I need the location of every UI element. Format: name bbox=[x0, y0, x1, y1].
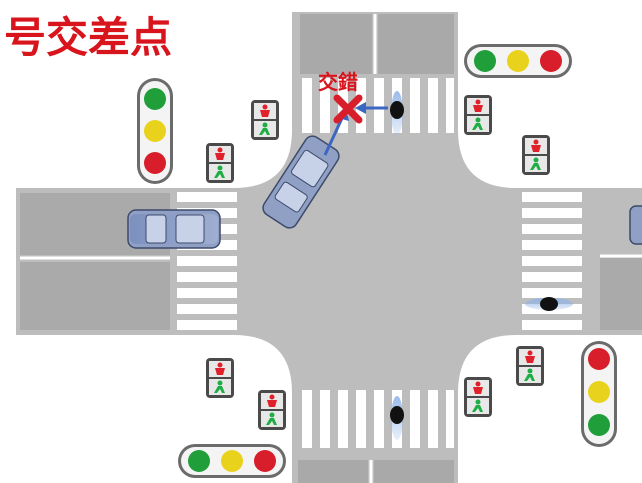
block-s-left bbox=[298, 460, 368, 483]
car-icon bbox=[262, 135, 340, 229]
pedestrian-icon bbox=[525, 297, 573, 311]
pedestrian-signal-icon bbox=[464, 95, 492, 135]
block-e bbox=[600, 258, 642, 330]
corner-sw bbox=[234, 335, 292, 393]
block-w-bottom bbox=[20, 262, 170, 330]
block-s-right bbox=[374, 460, 454, 483]
page-title: 号交差点 bbox=[4, 13, 172, 62]
traffic-light-icon bbox=[137, 78, 173, 184]
corner-ne bbox=[458, 130, 516, 188]
corner-nw bbox=[234, 130, 292, 188]
block-nw bbox=[300, 14, 372, 74]
pedestrian-signal-icon bbox=[258, 390, 286, 430]
corner-se bbox=[458, 335, 516, 393]
pedestrian-signal-icon bbox=[206, 358, 234, 398]
pedestrian-signal-icon bbox=[522, 135, 550, 175]
traffic-light-icon bbox=[581, 341, 617, 447]
arrow-icon bbox=[355, 102, 388, 114]
crosswalk-south bbox=[302, 390, 454, 448]
traffic-light-icon bbox=[178, 444, 286, 478]
pedestrian-icon bbox=[390, 91, 404, 135]
pedestrian-signal-icon bbox=[206, 143, 234, 183]
pedestrian-signal-icon bbox=[464, 377, 492, 417]
pedestrian-signal-icon bbox=[251, 100, 279, 140]
pedestrian-icon bbox=[390, 396, 404, 440]
car-icon bbox=[629, 205, 642, 245]
red-x-icon bbox=[333, 94, 363, 124]
car-icon bbox=[127, 209, 221, 249]
traffic-light-icon bbox=[464, 44, 572, 78]
block-ne bbox=[378, 14, 454, 74]
pedestrian-signal-icon bbox=[516, 346, 544, 386]
collision-label: 交錯 bbox=[318, 70, 358, 94]
